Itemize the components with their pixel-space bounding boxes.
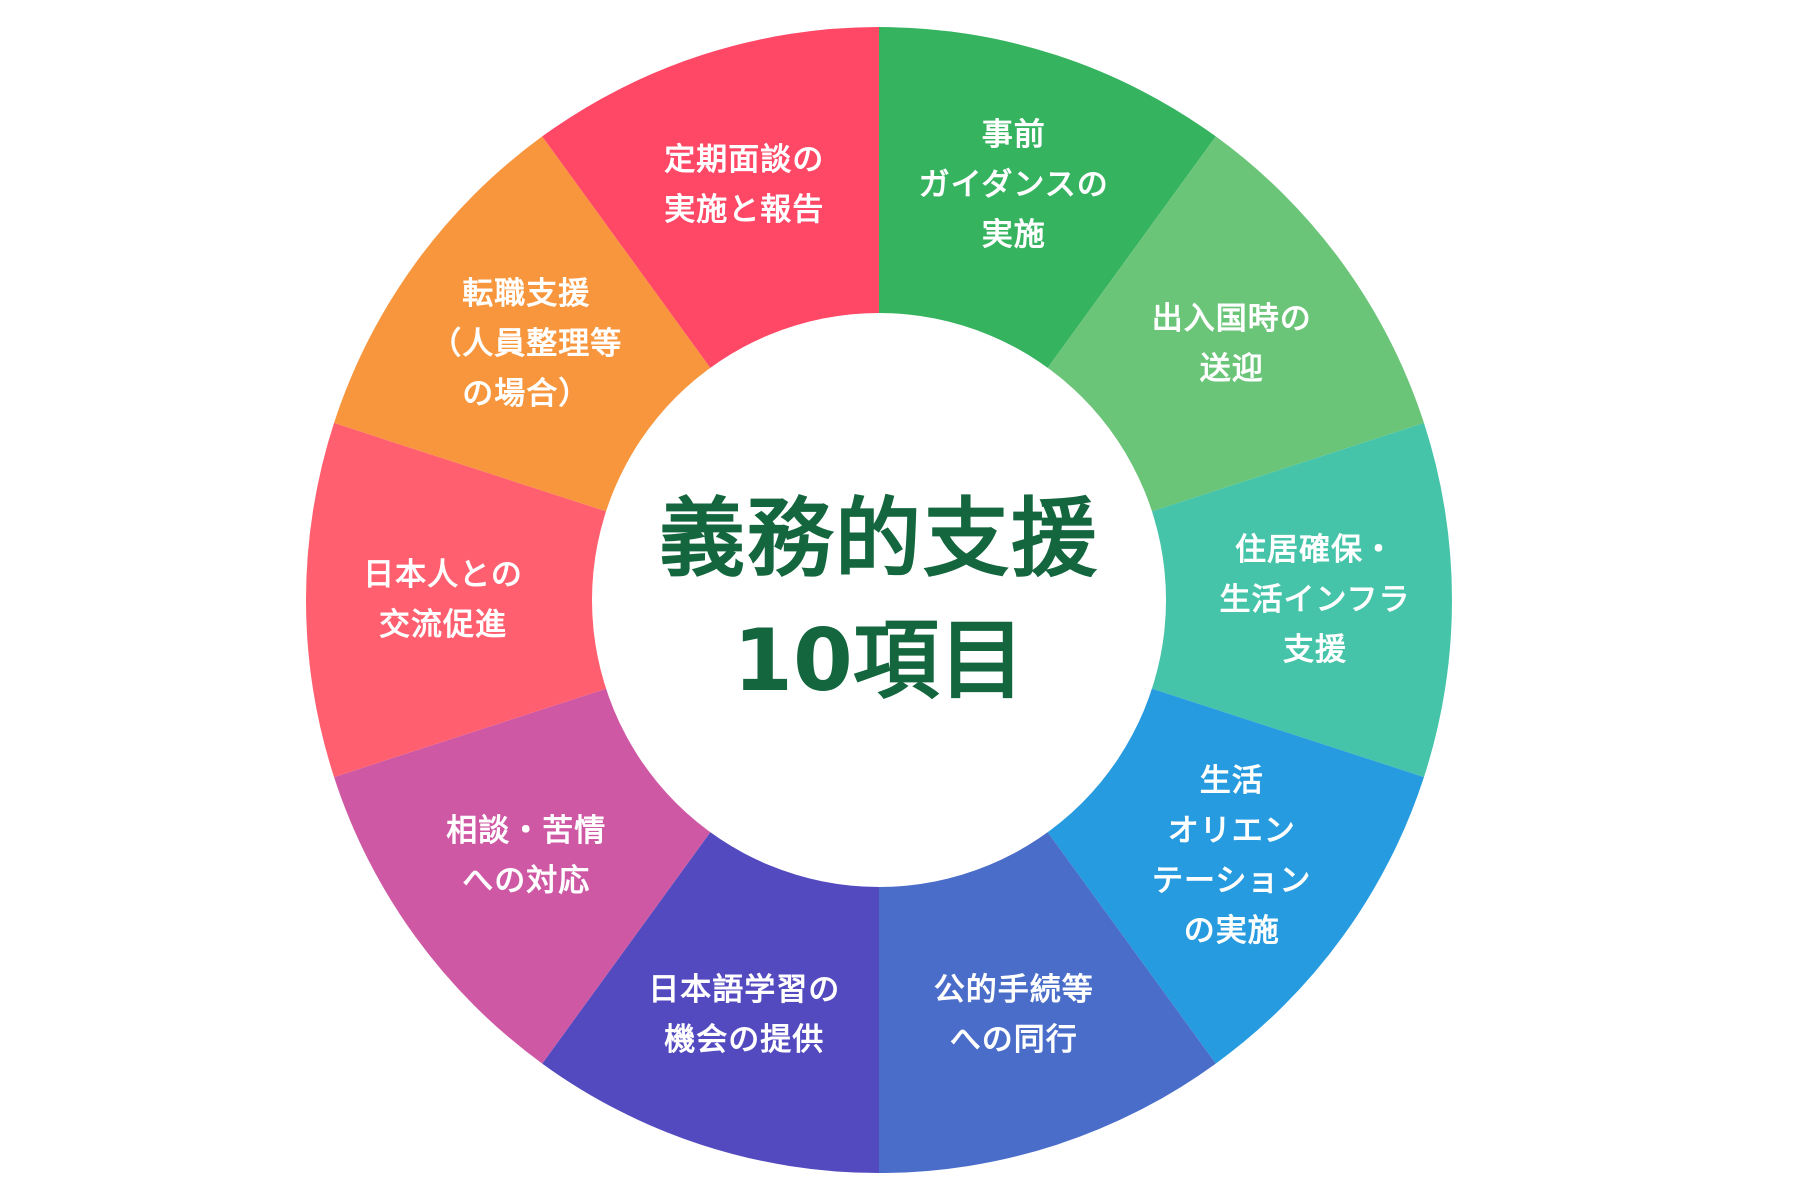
segment-label-line: ガイダンスの xyxy=(918,167,1109,204)
segment-label-line: への同行 xyxy=(949,1021,1078,1058)
segment-label-line: 出入国時の xyxy=(1151,300,1312,337)
center-title-line2: 10項目 xyxy=(733,611,1025,711)
segment-label-line: 機会の提供 xyxy=(664,1021,825,1058)
segment-label-line: 相談・苦情 xyxy=(446,813,607,850)
segment-label-line: の場合） xyxy=(462,375,591,412)
segment-label-line: 生活 xyxy=(1199,763,1264,800)
segment-label-line: 生活インフラ xyxy=(1219,582,1411,618)
segment-label-job-change-support: 転職支援 （人員整理等の場合） xyxy=(430,269,622,419)
segment-label-line: 事前 xyxy=(981,117,1046,154)
segment-label-line: への対応 xyxy=(462,863,591,900)
segment-label-line: 住居確保・ xyxy=(1234,532,1395,568)
segment-label-line: 交流促進 xyxy=(378,607,507,643)
segment-label-periodic-interview: 定期面談の実施と報告 xyxy=(664,135,824,235)
center-title: 義務的支援 10項目 xyxy=(659,478,1099,722)
segment-label-housing-support: 住居確保・生活インフラ支援 xyxy=(1219,525,1410,675)
segment-label-line: 転職支援 xyxy=(462,275,591,312)
segment-label-line: 送迎 xyxy=(1199,350,1264,387)
segment-label-line: オリエン xyxy=(1167,813,1296,850)
segment-label-line: 支援 xyxy=(1282,632,1347,668)
segment-label-line: 定期面談の xyxy=(664,142,825,179)
segment-label-line: （人員整理等 xyxy=(430,325,623,362)
segment-label-line: 実施と報告 xyxy=(664,192,825,229)
segment-label-line: テーション xyxy=(1152,863,1312,900)
segment-label-line: の実施 xyxy=(1183,913,1280,950)
segment-label-airport-pickup: 出入国時の送迎 xyxy=(1152,294,1312,394)
segment-label-consultation: 相談・苦情への対応 xyxy=(446,806,606,906)
center-hole xyxy=(592,313,1166,887)
segment-label-public-procedures: 公的手続等への同行 xyxy=(934,965,1094,1065)
segment-label-exchange-promotion: 日本人との交流促進 xyxy=(363,550,523,650)
segment-label-line: 実施 xyxy=(981,217,1046,254)
segment-label-japanese-learning: 日本語学習の機会の提供 xyxy=(648,965,840,1065)
segment-label-pre-guidance: 事前ガイダンスの実施 xyxy=(919,110,1109,260)
segment-label-line: 日本人との xyxy=(363,557,523,593)
segment-label-line: 公的手続等 xyxy=(933,971,1094,1008)
segment-label-life-orientation: 生活オリエンテーションの実施 xyxy=(1152,756,1311,956)
center-title-line1: 義務的支援 xyxy=(659,489,1099,589)
segment-label-line: 日本語学習の xyxy=(648,971,841,1008)
